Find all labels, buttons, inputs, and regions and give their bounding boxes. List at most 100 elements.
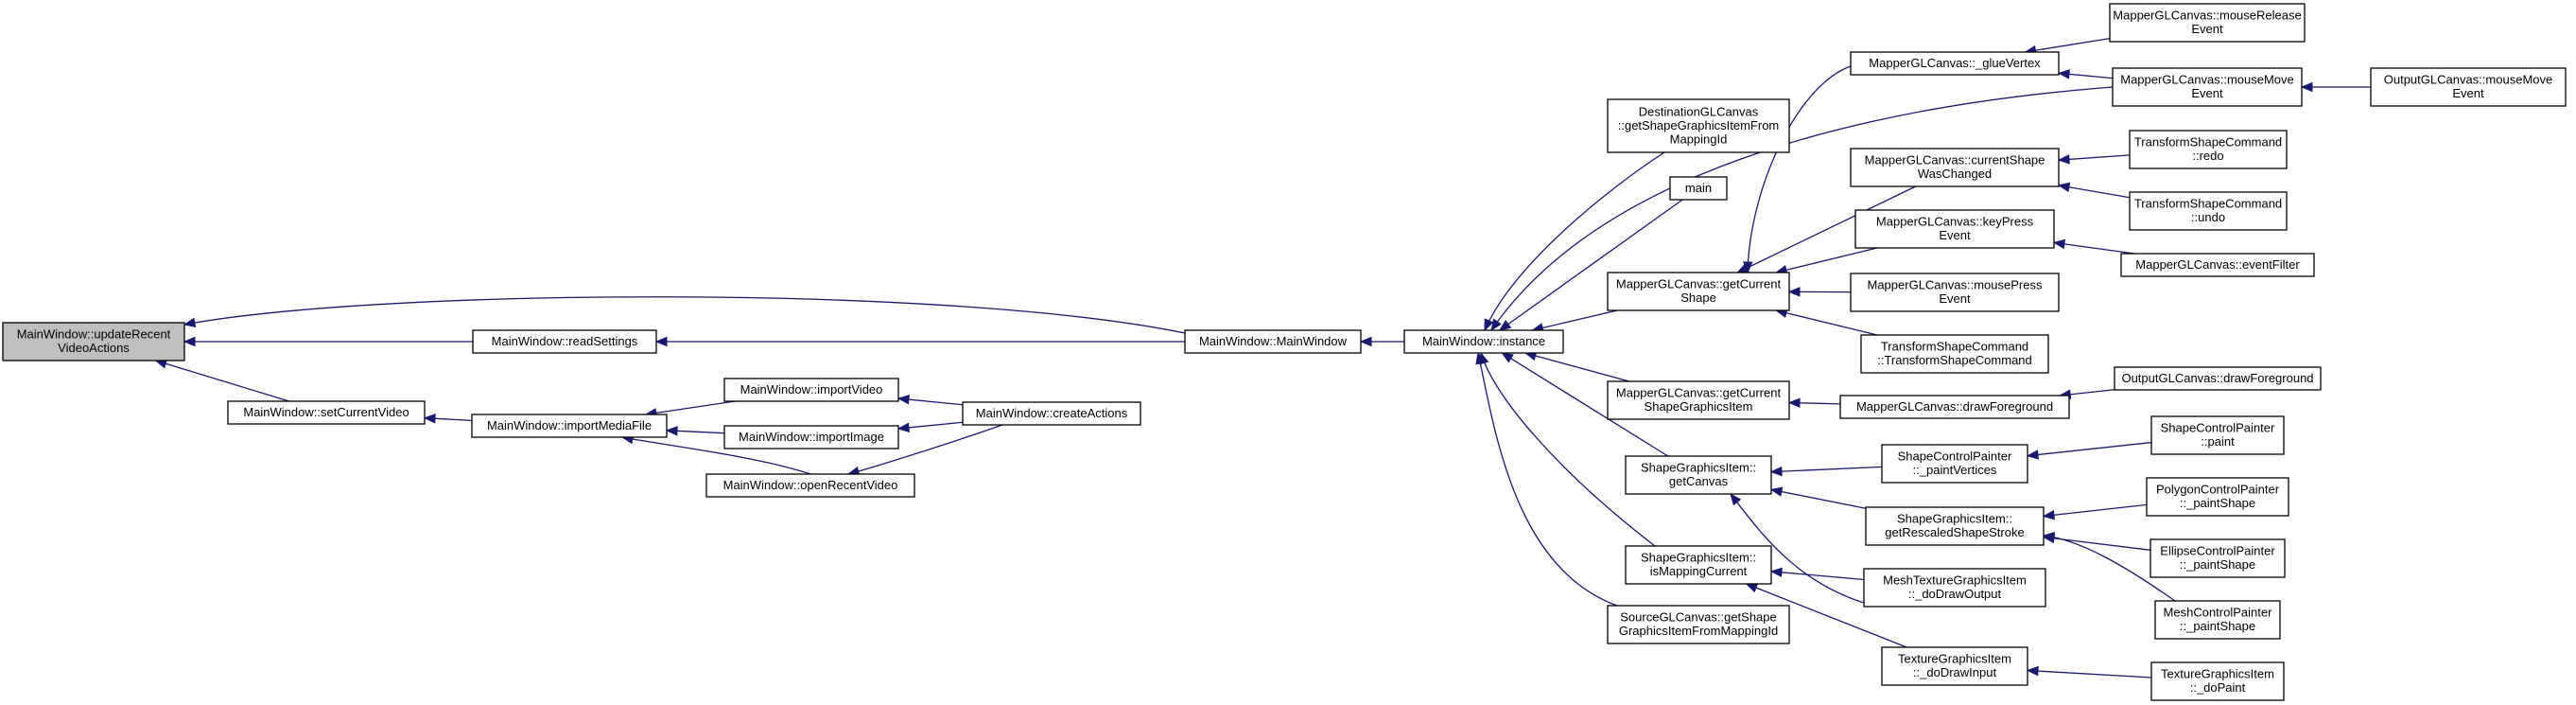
node-box[interactable] <box>2120 253 2315 277</box>
graph-node[interactable]: PolygonControlPainter::_paintShape <box>2146 477 2289 517</box>
graph-node[interactable]: EllipseControlPainter::_paintShape <box>2150 538 2286 578</box>
graph-node[interactable]: MainWindow::importVideo <box>723 378 899 402</box>
node-box[interactable] <box>1625 455 1772 495</box>
node-box[interactable] <box>2150 538 2286 578</box>
graph-node[interactable]: OutputGLCanvas::drawForeground <box>2114 366 2322 391</box>
node-box[interactable] <box>1850 148 2060 187</box>
node-box[interactable] <box>1607 605 1790 644</box>
graph-node[interactable]: MainWindow::importImage <box>723 425 899 449</box>
node-box[interactable] <box>472 329 657 354</box>
edge-n35-to-n24-arrowhead <box>2042 510 2056 520</box>
graph-node[interactable]: MapperGLCanvas::_glueVertex <box>1850 51 2060 76</box>
graph-node[interactable]: ShapeGraphicsItem::isMappingCurrent <box>1625 545 1772 585</box>
graph-node[interactable]: MeshControlPainter::_paintShape <box>2154 600 2281 640</box>
node-box[interactable] <box>2150 661 2285 701</box>
graph-node[interactable]: MapperGLCanvas::eventFilter <box>2120 253 2315 277</box>
edge-n25-to-n14 <box>1730 493 1878 608</box>
graph-node[interactable]: DestinationGLCanvas::getShapeGraphicsIte… <box>1607 98 1790 153</box>
node-box[interactable] <box>1184 329 1362 354</box>
node-label: ShapeControlPainter <box>1898 449 2012 464</box>
graph-node[interactable]: SourceGLCanvas::getShapeGraphicsItemFrom… <box>1607 605 1790 644</box>
node-box[interactable] <box>227 400 426 425</box>
graph-node[interactable]: TransformShapeCommand::redo <box>2129 130 2288 169</box>
node-label: MainWindow::instance <box>1422 334 1545 348</box>
node-box[interactable] <box>2154 600 2281 640</box>
graph-node[interactable]: ShapeGraphicsItem::getCanvas <box>1625 455 1772 495</box>
graph-node[interactable]: TextureGraphicsItem::_doDrawInput <box>1881 646 2028 686</box>
node-box[interactable] <box>1865 506 2045 546</box>
node-box[interactable] <box>2109 3 2306 43</box>
node-box[interactable] <box>2114 366 2322 391</box>
edge-n8-to-n0-arrowhead <box>183 317 197 328</box>
node-label: Shape <box>1680 291 1716 305</box>
edge-n15-to-n9 <box>1480 352 1656 547</box>
edge-n18-to-n12 <box>1737 185 1916 273</box>
node-box[interactable] <box>2146 477 2289 517</box>
edge-n17-to-n12 <box>1747 65 1852 273</box>
graph-node[interactable]: ShapeControlPainter::paint <box>2150 415 2285 455</box>
graph-node[interactable]: main <box>1669 176 1728 201</box>
node-box[interactable] <box>1669 176 1728 201</box>
graph-node[interactable]: ShapeGraphicsItem::getRescaledShapeStrok… <box>1865 506 2045 546</box>
graph-node[interactable]: MainWindow::createActions <box>962 401 1141 426</box>
root-node-box[interactable] <box>2 322 185 361</box>
node-box[interactable] <box>1881 646 2028 686</box>
node-box[interactable] <box>723 378 899 402</box>
graph-node[interactable]: MeshTextureGraphicsItem::_doDrawOutput <box>1863 568 2046 608</box>
graph-node[interactable]: MapperGLCanvas::drawForeground <box>1839 395 2070 419</box>
graph-node[interactable]: MainWindow::instance <box>1403 329 1564 354</box>
node-label: MeshTextureGraphicsItem <box>1883 573 2027 588</box>
node-box[interactable] <box>2112 67 2303 107</box>
node-box[interactable] <box>1850 51 2060 76</box>
edge-n21-to-n12 <box>1775 309 1878 336</box>
graph-node[interactable]: TransformShapeCommand::undo <box>2129 191 2288 231</box>
node-box[interactable] <box>1850 273 2060 312</box>
node-label: Event <box>2191 22 2223 36</box>
graph-node[interactable]: MainWindow::openRecentVideo <box>705 473 915 498</box>
node-label: MapperGLCanvas::mousePress <box>1868 278 2043 292</box>
node-box[interactable] <box>1607 380 1790 420</box>
graph-node[interactable]: TextureGraphicsItem::_doPaint <box>2150 661 2285 701</box>
graph-node[interactable]: MainWindow::importMediaFile <box>471 414 668 438</box>
edge-n34-to-n23 <box>2027 441 2152 457</box>
node-box[interactable] <box>1854 209 2055 249</box>
graph-node[interactable]: MainWindow::readSettings <box>472 329 657 354</box>
node-box[interactable] <box>1863 568 2046 608</box>
node-box[interactable] <box>1839 395 2070 419</box>
edge-n24-to-n14-arrowhead <box>1769 486 1784 497</box>
node-box[interactable] <box>2150 415 2285 455</box>
node-box[interactable] <box>705 473 915 498</box>
node-box[interactable] <box>2129 191 2288 231</box>
node-box[interactable] <box>1607 98 1790 153</box>
edge-n30-to-n18-arrowhead <box>2057 154 2070 165</box>
node-box[interactable] <box>1881 444 2028 484</box>
node-box[interactable] <box>2129 130 2288 169</box>
node-box[interactable] <box>962 401 1141 426</box>
node-label: TransformShapeCommand <box>2134 197 2282 211</box>
node-label: Event <box>2191 86 2223 100</box>
node-label: ::_paintShape <box>2180 619 2255 633</box>
graph-node[interactable]: MainWindow::setCurrentVideo <box>227 400 426 425</box>
node-box[interactable] <box>1403 329 1564 354</box>
graph-node[interactable]: MapperGLCanvas::getCurrentShapeGraphicsI… <box>1607 380 1790 420</box>
graph-node[interactable]: ShapeControlPainter::_paintVertices <box>1881 444 2028 484</box>
node-box[interactable] <box>1860 334 2049 374</box>
graph-node[interactable]: TransformShapeCommand::TransformShapeCom… <box>1860 334 2049 374</box>
node-box[interactable] <box>1607 272 1790 311</box>
node-box[interactable] <box>2370 67 2567 107</box>
edges-layer <box>154 37 2371 679</box>
node-label: isMappingCurrent <box>1650 564 1748 578</box>
node-box[interactable] <box>1625 545 1772 585</box>
node-box[interactable] <box>723 425 899 449</box>
node-label: ::_paintVertices <box>1913 463 1997 477</box>
graph-node[interactable]: MainWindow::MainWindow <box>1184 329 1362 354</box>
node-box[interactable] <box>471 414 668 438</box>
